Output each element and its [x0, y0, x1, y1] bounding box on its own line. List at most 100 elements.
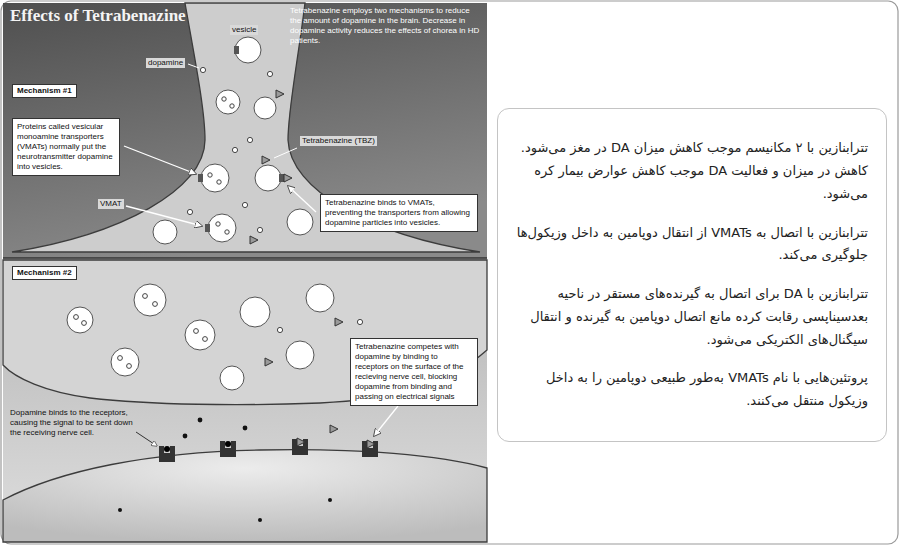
dopamine-dot — [357, 319, 362, 324]
node-text: Mechanism #1 — [17, 86, 72, 96]
tbz-triangle — [284, 174, 292, 182]
part-label: vesicle — [230, 25, 258, 35]
receptor — [362, 441, 378, 457]
vesicle — [67, 307, 93, 333]
dopamine-dot — [127, 364, 132, 369]
leader-line — [374, 406, 398, 436]
node-text: تترابنازین با DA برای اتصال به گیرنده‌ها… — [516, 283, 868, 351]
callout-box: Tetrabenazine competes with dopamine by … — [350, 338, 478, 406]
vesicle — [220, 366, 244, 390]
dopamine-dot — [247, 137, 252, 142]
dopamine-dot — [203, 337, 208, 342]
leader-line — [274, 148, 297, 158]
callout-box: Tetrabenazine binds to VMATs, preventing… — [320, 194, 478, 232]
upper-background — [3, 3, 487, 260]
description-text: Tetrabenazine employs two mechanisms to … — [290, 6, 482, 46]
vesicle — [153, 220, 177, 244]
dopamine-dot — [216, 222, 220, 226]
vesicle — [287, 209, 313, 235]
vesicle — [240, 297, 270, 327]
tbz-triangle — [330, 425, 338, 433]
node-text: Proteins called vesicular monoamine tran… — [17, 122, 115, 172]
node-text: پروتئین‌هایی با نام VMATs به‌طور طبیعی د… — [516, 367, 868, 413]
text-panel: تترابنازین با ۲ مکانیسم موجب کاهش میزان … — [497, 108, 887, 442]
bound-dopamine — [225, 441, 231, 447]
vmat-transporter — [234, 46, 239, 54]
leader-line — [126, 206, 202, 226]
dopamine-dot — [82, 321, 87, 326]
tbz-triangle — [262, 156, 270, 164]
dopamine-dot — [183, 434, 188, 439]
dopamine-dot — [267, 71, 272, 76]
tbz-triangle — [367, 440, 375, 448]
dopamine-dot — [187, 209, 192, 214]
dopamine-dot — [277, 327, 282, 332]
vesicle — [201, 164, 229, 192]
part-label: dopamine — [146, 58, 185, 68]
tbz-triangle — [276, 90, 284, 98]
dopamine-dot — [222, 97, 226, 101]
vesicle — [255, 165, 281, 191]
vesicle — [235, 37, 261, 63]
signal-dot — [118, 508, 122, 512]
dopamine-dot — [257, 227, 262, 232]
presynaptic-terminal — [3, 260, 487, 405]
tbz-triangle — [265, 358, 273, 366]
dopamine-dot — [242, 202, 247, 207]
postsynaptic-cell — [3, 450, 487, 542]
dopamine-dot — [243, 426, 248, 431]
vesicle — [134, 284, 166, 316]
dopamine-dot — [200, 67, 205, 72]
dopamine-dot — [153, 302, 158, 307]
node-text: Tetrabenazine binds to VMATs, preventing… — [325, 198, 473, 228]
vmat-transporter — [205, 224, 210, 232]
dopamine-dot — [232, 147, 237, 152]
signal-dot — [258, 518, 262, 522]
vesicle — [185, 320, 215, 350]
node-text: Mechanism #2 — [17, 268, 72, 278]
vesicle — [216, 90, 240, 114]
diagram-title: Effects of Tetrabenazine — [10, 6, 186, 26]
part-label: VMAT — [98, 199, 124, 209]
receptor — [220, 441, 236, 457]
tbz-triangle — [250, 236, 258, 244]
dopamine-dot — [217, 180, 221, 184]
note-text: Dopamine binds to the receptors, causing… — [10, 408, 134, 438]
node-text: تترابنازین با ۲ مکانیسم موجب کاهش میزان … — [516, 137, 868, 205]
mechanism-box: Mechanism #1 — [12, 84, 77, 98]
dopamine-dot — [194, 329, 199, 334]
dopamine-dot — [143, 294, 148, 299]
dopamine-dot — [118, 356, 123, 361]
dopamine-dot — [208, 173, 212, 177]
tbz-triangle — [335, 318, 343, 326]
divider-line — [3, 257, 487, 259]
receptor — [292, 439, 308, 455]
lower-background — [3, 258, 487, 542]
node-text: تترابنازین با اتصال به VMATs از انتقال د… — [516, 222, 868, 268]
leader-line — [124, 146, 196, 174]
leader-line — [136, 432, 157, 446]
leader-line — [288, 186, 316, 212]
vesicle — [111, 348, 139, 376]
tbz-triangle — [297, 438, 305, 446]
mechanism-box: Mechanism #2 — [12, 266, 77, 280]
vesicle — [306, 284, 334, 312]
signal-dot — [328, 498, 332, 502]
dopamine-dot — [74, 315, 79, 320]
part-label: Tetrabenazine (TBZ) — [300, 136, 377, 146]
dopamine-dot — [225, 230, 229, 234]
bound-dopamine — [164, 446, 170, 452]
vesicle — [286, 341, 314, 369]
dopamine-dot — [230, 104, 234, 108]
vesicle — [254, 97, 276, 119]
vmat-transporter — [198, 174, 203, 182]
receptor — [159, 446, 175, 462]
leader-line — [188, 64, 199, 68]
vesicle — [208, 214, 236, 242]
node-text: Tetrabenazine competes with dopamine by … — [355, 342, 473, 402]
dopamine-dot — [198, 418, 203, 423]
axon-terminal — [12, 3, 480, 252]
vmat-transporter — [279, 174, 284, 182]
callout-box: Proteins called vesicular monoamine tran… — [12, 118, 120, 176]
